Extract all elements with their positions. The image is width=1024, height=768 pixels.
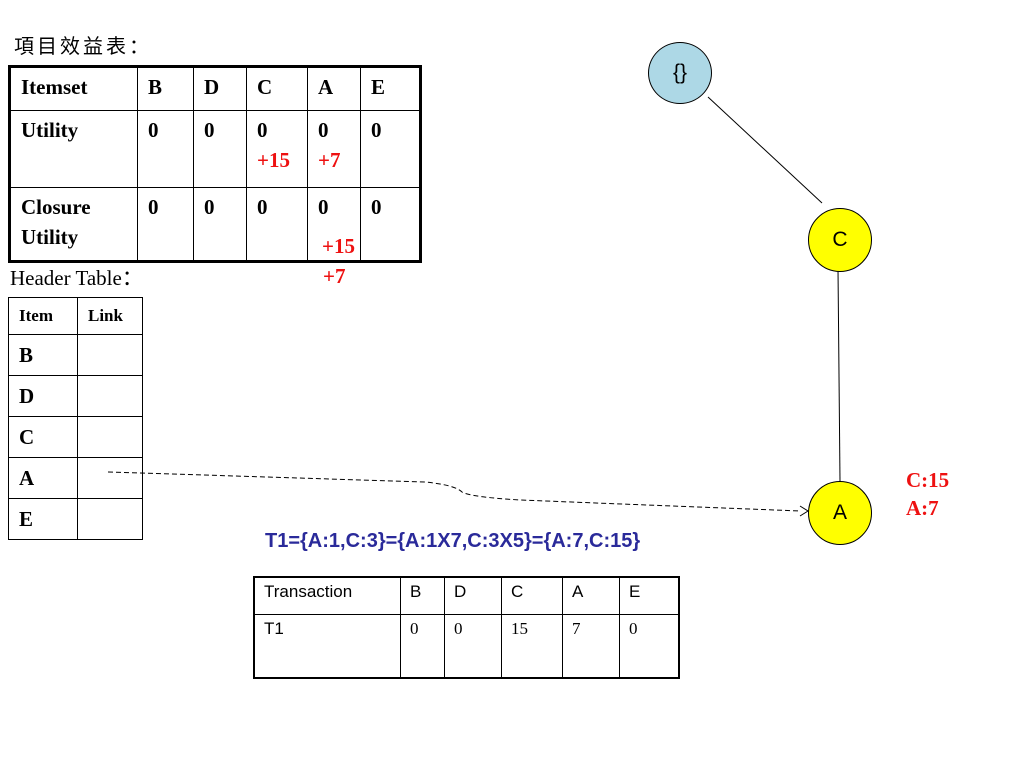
- header-link-a-dashed-line: [107, 471, 801, 512]
- trans-header-transaction: Transaction: [253, 576, 401, 615]
- header-table-row: C: [8, 416, 143, 458]
- header-table-row: E: [8, 498, 143, 540]
- t1-formula: T1={A:1,C:3}={A:1X7,C:3X5}={A:7,C:15}: [265, 530, 641, 552]
- edge-c-a: [837, 268, 841, 482]
- tree-node-c: C: [808, 208, 872, 272]
- closure-label-line2: Utility: [21, 225, 79, 249]
- utility-d-value: 0: [193, 110, 247, 188]
- utility-e-value: 0: [360, 110, 421, 188]
- header-table-row: A: [8, 457, 143, 499]
- trans-header-b: B: [400, 576, 445, 615]
- node-a-annotation: C:15 A:7: [906, 466, 949, 522]
- transaction-table: Transaction B D C A E T1 0 0 15 7 0: [253, 576, 680, 679]
- header-link-c: [77, 416, 143, 458]
- arrowhead-icon: [799, 505, 809, 517]
- closure-a-addition-2: +7: [323, 264, 346, 288]
- closure-b-value: 0: [137, 187, 194, 262]
- utility-table: Itemset B D C A E Utility 0 0 0 +15 0 +7…: [8, 65, 422, 263]
- utility-c-addition: +15: [257, 148, 290, 172]
- utility-a-addition: +7: [318, 148, 341, 172]
- node-annotation-line1: C:15: [906, 468, 950, 492]
- utility-a-cell: 0 +7: [307, 110, 361, 188]
- header-table-row: D: [8, 375, 143, 417]
- trans-header-c: C: [501, 576, 563, 615]
- trans-b-value: 0: [400, 614, 445, 679]
- closure-utility-label: Closure Utility: [9, 187, 138, 262]
- header-link-a: [77, 457, 143, 499]
- header-item-d: D: [8, 375, 78, 417]
- node-annotation-line2: A:7: [906, 496, 939, 520]
- utility-a-value: 0: [318, 118, 329, 142]
- utility-c-value: 0: [257, 118, 268, 142]
- transaction-row: T1 0 0 15 7 0: [253, 614, 680, 679]
- header-item-e: E: [8, 498, 78, 540]
- trans-header-e: E: [619, 576, 680, 615]
- utility-row: Utility 0 0 0 +15 0 +7 0: [9, 110, 421, 188]
- closure-d-value: 0: [193, 187, 247, 262]
- closure-a-addition-1: +15: [322, 234, 355, 258]
- utility-c-cell: 0 +15: [246, 110, 308, 188]
- closure-a-value: 0: [307, 187, 361, 262]
- trans-a-value: 7: [562, 614, 620, 679]
- header-link-e: [77, 498, 143, 540]
- trans-c-value: 15: [501, 614, 563, 679]
- header-e: E: [360, 66, 421, 111]
- header-table-label: Header Table：: [10, 266, 143, 290]
- header-table: Item Link B D C A E: [8, 297, 143, 540]
- header-link-col: Link: [77, 297, 143, 335]
- tree-root-node: {}: [648, 42, 712, 104]
- trans-header-d: D: [444, 576, 502, 615]
- closure-utility-row: Closure Utility 0 0 0 0 0: [9, 187, 421, 262]
- utility-label: Utility: [9, 110, 138, 188]
- closure-c-value: 0: [246, 187, 308, 262]
- header-link-d: [77, 375, 143, 417]
- header-item-col: Item: [8, 297, 78, 335]
- transaction-table-header-row: Transaction B D C A E: [253, 576, 680, 615]
- trans-e-value: 0: [619, 614, 680, 679]
- closure-e-value: 0: [360, 187, 421, 262]
- header-table-head-row: Item Link: [8, 297, 143, 335]
- trans-header-a: A: [562, 576, 620, 615]
- trans-id: T1: [253, 614, 401, 679]
- page-title: 項目效益表：: [14, 34, 152, 58]
- closure-label-line1: Closure: [21, 195, 91, 219]
- trans-d-value: 0: [444, 614, 502, 679]
- edge-root-c: [707, 96, 823, 204]
- closure-a-additions: +15 +7: [322, 231, 355, 291]
- tree-node-a: A: [808, 481, 872, 545]
